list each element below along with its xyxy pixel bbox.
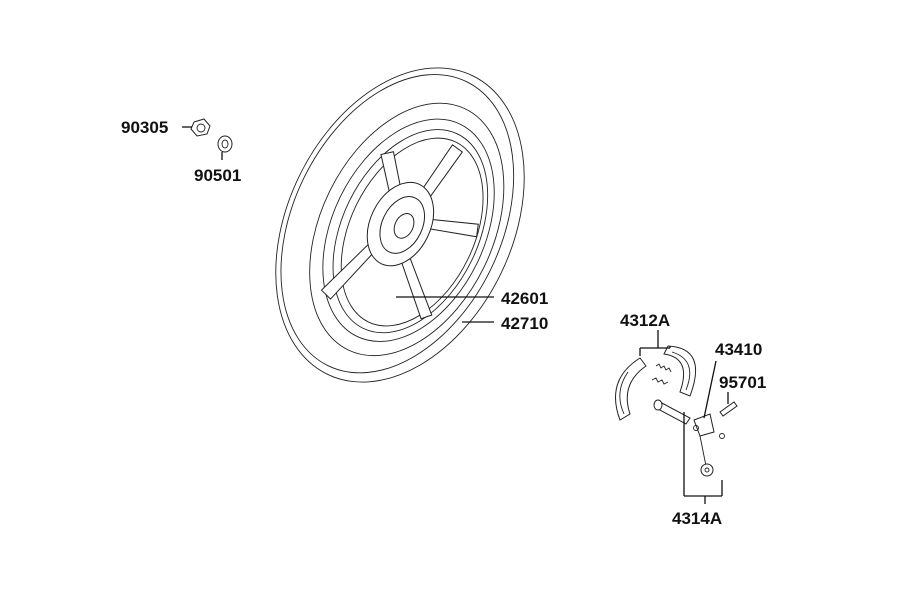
rim-outer: [322, 118, 495, 342]
axle-nut: [190, 118, 211, 137]
tire-tread-line: [280, 74, 515, 374]
brake-springs: [651, 363, 672, 385]
tire-sidewall: [309, 102, 505, 357]
leader-lines: [182, 126, 729, 504]
rim-inner: [332, 129, 489, 334]
brake-arm: [693, 413, 715, 477]
rear-wheel-assembly: [275, 67, 525, 383]
part-label-42601: 42601: [501, 289, 548, 308]
part-label-4312A: 4312A: [620, 311, 670, 330]
part-label-42710: 42710: [501, 314, 548, 333]
brake-shoe-set: [615, 345, 697, 421]
part-label-4314A: 4314A: [672, 509, 722, 528]
washer: [217, 135, 233, 153]
axle-hole: [393, 213, 415, 239]
part-labels: 90305 90501 42601 42710 4312A 43410 9570…: [121, 118, 766, 528]
part-label-95701: 95701: [719, 373, 766, 392]
brake-bolt: [719, 401, 738, 439]
part-label-90501: 90501: [194, 166, 241, 185]
brake-cam: [653, 399, 691, 425]
part-label-90305: 90305: [121, 118, 168, 137]
tire-outer-edge: [275, 67, 525, 383]
part-label-43410: 43410: [715, 340, 762, 359]
rim-lip: [340, 137, 484, 327]
